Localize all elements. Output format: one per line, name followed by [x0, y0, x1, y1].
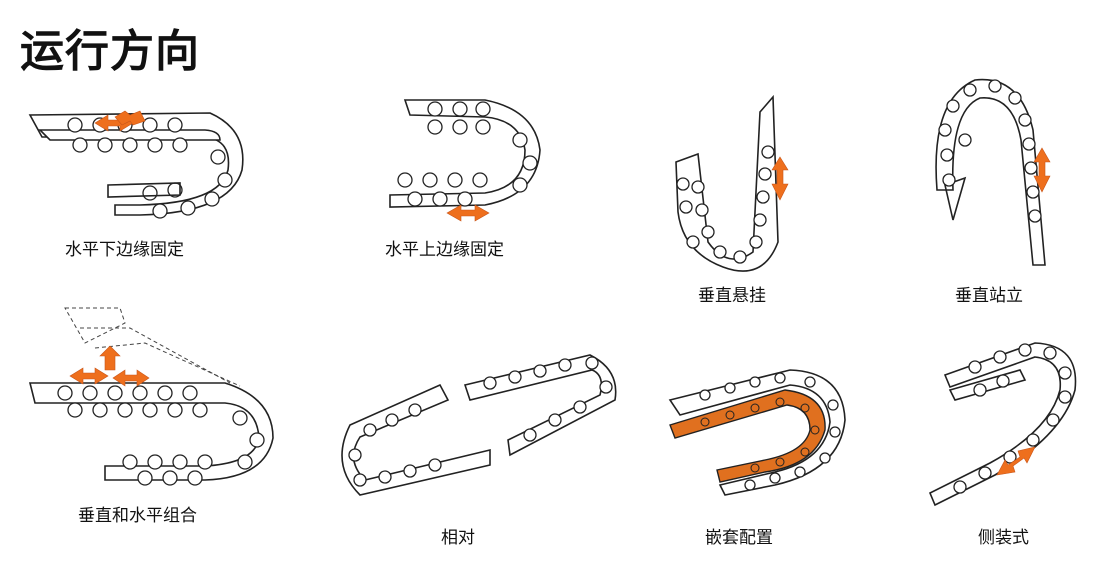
horizontal-bottom-fixed-diagram: [28, 110, 244, 219]
caption-vertical-horizontal-combined: 垂直和水平组合: [78, 506, 197, 526]
caption-vertical-standing: 垂直站立: [955, 286, 1023, 306]
horizontal-top-fixed-diagram: [389, 99, 541, 222]
direction-arrow: [771, 156, 789, 201]
direction-arrow: [446, 204, 490, 222]
caption-nested: 嵌套配置: [705, 528, 773, 548]
page-title: 运行方向: [20, 26, 200, 77]
caption-horizontal-bottom-fixed: 水平下边缘固定: [65, 240, 184, 260]
nested-diagram: [668, 369, 846, 496]
vertical-hanging-diagram: [675, 94, 789, 272]
direction-arrow: [112, 369, 150, 387]
caption-horizontal-top-fixed: 水平上边缘固定: [385, 240, 504, 260]
vertical-standing-diagram: [935, 78, 1051, 266]
direction-arrow: [996, 446, 1036, 476]
direction-arrow: [1033, 147, 1051, 193]
caption-vertical-hanging: 垂直悬挂: [698, 286, 766, 306]
direction-arrow: [69, 367, 109, 385]
caption-side-mounted: 侧装式: [978, 528, 1029, 548]
caption-opposed: 相对: [441, 528, 475, 548]
opposed-diagram: [341, 354, 617, 496]
side-mounted-diagram: [928, 342, 1077, 507]
direction-arrow: [99, 345, 121, 371]
vertical-horizontal-combined-diagram: [28, 307, 274, 486]
direction-arrow: [114, 110, 146, 126]
